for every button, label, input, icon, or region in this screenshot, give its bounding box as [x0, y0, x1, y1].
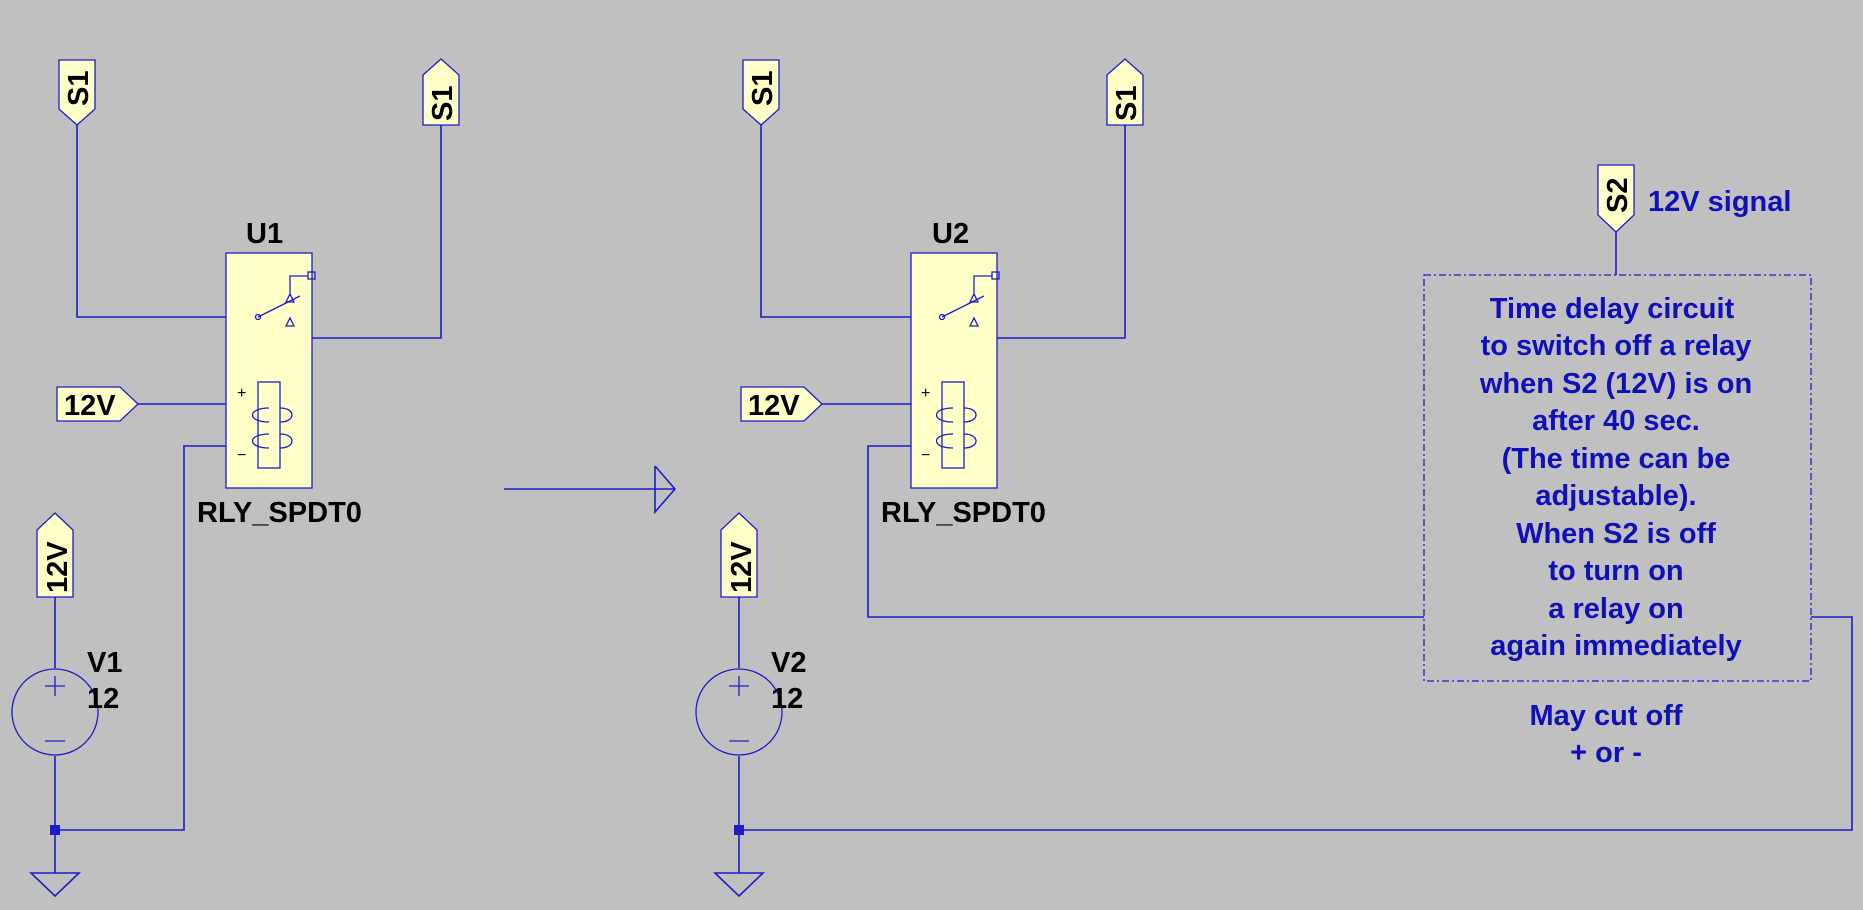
delay-text-line: after 40 sec.	[1532, 405, 1700, 437]
delay-text-line: again immediately	[1490, 630, 1741, 662]
net-flag-label: S2	[1602, 178, 1634, 213]
relay-u2: + − U2 RLY_SPDT0	[881, 218, 1046, 529]
delay-text-line: to switch off a relay	[1481, 330, 1752, 362]
delay-text-line: to turn on	[1548, 555, 1683, 587]
relay-ref-label: U1	[246, 218, 283, 250]
source-value-label: 12	[87, 683, 119, 715]
net-flag-label: S1	[1111, 86, 1143, 121]
wire-coil-minus-to-ground-left	[55, 445, 265, 831]
delay-text-line: Time delay circuit	[1490, 293, 1735, 325]
net-flag-12v-coil-right: 12V	[740, 386, 823, 422]
ground-symbol-right	[713, 872, 765, 898]
net-flag-label: 12V	[42, 541, 74, 593]
right-circuit: S1 S1 12V 12V + − U2 RL	[695, 58, 1853, 898]
net-flag-label: S1	[427, 86, 459, 121]
voltage-source-v1: V1 12	[11, 647, 122, 756]
coil-plus-sign: +	[237, 385, 246, 402]
net-flag-s1-left-a: S1	[58, 59, 96, 126]
coil-plus-sign: +	[921, 385, 930, 402]
ground-symbol-left	[29, 872, 81, 898]
cut-off-note-line2: + or -	[1570, 737, 1642, 769]
relay-ref-label: U2	[932, 218, 969, 250]
delay-text-line: a relay on	[1548, 593, 1683, 625]
voltage-source-v2: V2 12	[695, 647, 806, 756]
net-flag-12v-source-right: 12V	[720, 512, 758, 598]
net-flag-s1-right-a: S1	[742, 59, 780, 126]
wire-s1a-to-switch-right	[760, 125, 942, 318]
net-flag-label: 12V	[726, 541, 758, 593]
delay-text-line: When S2 is off	[1516, 518, 1716, 550]
net-flag-label: 12V	[748, 390, 800, 422]
source-ref-label: V1	[87, 647, 122, 679]
delay-circuit-box: Time delay circuit to switch off a relay…	[1423, 274, 1812, 682]
net-flag-12v-source-left: 12V	[36, 512, 74, 598]
junction-dot-right	[734, 825, 744, 835]
wire-s1a-to-switch-left	[76, 125, 258, 318]
junction-dot-left	[50, 825, 60, 835]
relay-model-label: RLY_SPDT0	[881, 497, 1046, 529]
net-flag-12v-coil-left: 12V	[56, 386, 139, 422]
net-flag-s2: S2	[1597, 164, 1635, 233]
wire-delay-to-ground	[739, 616, 1853, 831]
cut-off-note-line1: May cut off	[1529, 700, 1682, 732]
delay-text-line: (The time can be	[1502, 443, 1731, 475]
net-flag-s1-left-b: S1	[422, 58, 460, 126]
relay-model-label: RLY_SPDT0	[197, 497, 362, 529]
transition-arrow	[504, 465, 677, 515]
coil-minus-sign: −	[921, 447, 930, 464]
left-circuit: S1 S1 12V 12V + − U1 RL	[11, 58, 460, 898]
delay-text-line: when S2 (12V) is on	[1479, 368, 1752, 400]
signal-label: 12V signal	[1648, 186, 1791, 218]
net-flag-label: S1	[747, 71, 779, 106]
net-flag-label: S1	[63, 71, 95, 106]
delay-text-line: adjustable).	[1535, 480, 1696, 512]
source-ref-label: V2	[771, 647, 806, 679]
net-flag-s1-right-b: S1	[1106, 58, 1144, 126]
source-value-label: 12	[771, 683, 803, 715]
coil-minus-sign: −	[237, 447, 246, 464]
net-flag-label: 12V	[64, 390, 116, 422]
relay-u1: + − U1 RLY_SPDT0	[197, 218, 362, 529]
wire-coil-minus-to-delay	[867, 445, 1424, 618]
